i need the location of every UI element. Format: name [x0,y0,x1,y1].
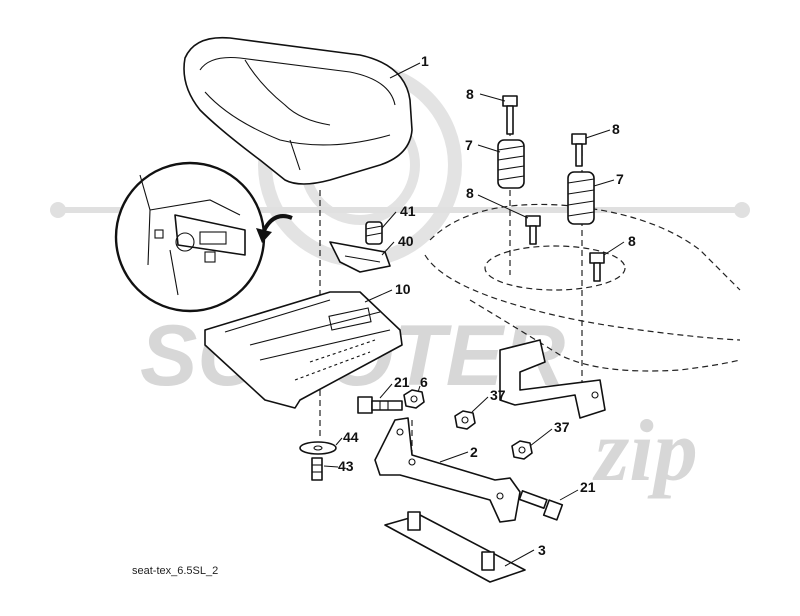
callout-seat: 1 [421,53,429,69]
callout-nut-b: 37 [490,387,506,403]
base-plate [384,511,526,583]
bolt-top-right [571,133,587,167]
bolt-top-left [502,95,518,135]
frame-bracket [499,339,606,419]
callout-spring-b: 7 [616,171,624,187]
screw [311,457,323,481]
seat [183,36,413,185]
clip [329,241,391,273]
bolt-right [518,490,564,521]
callout-seat-plate: 10 [395,281,411,297]
nut-right [511,440,533,460]
mower-frame [424,203,741,372]
bracket [374,417,521,523]
callout-clip: 40 [398,233,414,249]
watermark-word-2: zip [592,403,698,500]
callout-bolt-f: 21 [580,479,596,495]
callout-bolt-a: 8 [466,86,474,102]
spring-left [497,139,525,189]
callout-bolt-e: 21 [394,374,410,390]
callouts: 1 8 8 7 7 8 8 41 40 10 21 6 37 44 2 37 4… [338,53,636,558]
callout-spring-a: 7 [465,137,473,153]
washer [299,441,337,455]
callout-washer: 44 [343,429,359,445]
callout-bolt-d: 8 [628,233,636,249]
callout-nut-a: 6 [420,374,428,390]
callout-base-plate: 3 [538,542,546,558]
diagram-caption: seat-tex_6.5SL_2 [132,565,219,577]
seat-plate [204,291,403,409]
callout-bolt-c: 8 [466,185,474,201]
nut-left [454,410,476,430]
small-spring [365,221,383,245]
callout-small-spring: 41 [400,203,416,219]
nut-top [403,389,425,409]
callout-bolt-b: 8 [612,121,620,137]
callout-nut-c: 37 [554,419,570,435]
bolt-mid-left [525,215,541,245]
callout-bracket: 2 [470,444,478,460]
callout-screw: 43 [338,458,354,474]
spring-right [567,171,595,225]
leader-lines [323,62,625,567]
bolt-mid-right [589,252,605,282]
detail-view [114,161,293,313]
bolt-left [357,396,403,414]
